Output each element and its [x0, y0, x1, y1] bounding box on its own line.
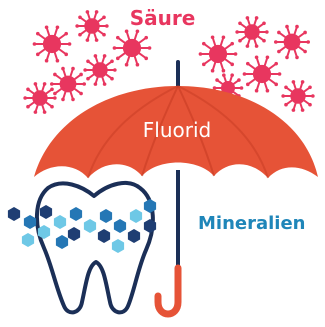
tooth-outline: [37, 183, 153, 312]
hexagon-mineral-icon: [22, 233, 34, 247]
fluoride-label: Fluorid: [122, 118, 232, 142]
virus-particle-icon: [23, 82, 56, 114]
tooth-icon: [37, 183, 153, 312]
hexagon-mineral-icon: [8, 207, 20, 221]
umbrella-handle: [158, 268, 178, 314]
virus-particle-icon: [281, 80, 314, 112]
virus-particle-icon: [33, 26, 72, 63]
minerals-label: Mineralien: [198, 213, 306, 234]
virus-particle-icon: [83, 54, 116, 86]
virus-particle-icon: [50, 67, 86, 101]
virus-particle-icon: [199, 36, 238, 73]
virus-particle-icon: [243, 56, 282, 93]
virus-particle-icon: [113, 30, 152, 67]
hexagon-mineral-icon: [24, 215, 36, 229]
acid-label: Säure: [0, 6, 325, 30]
